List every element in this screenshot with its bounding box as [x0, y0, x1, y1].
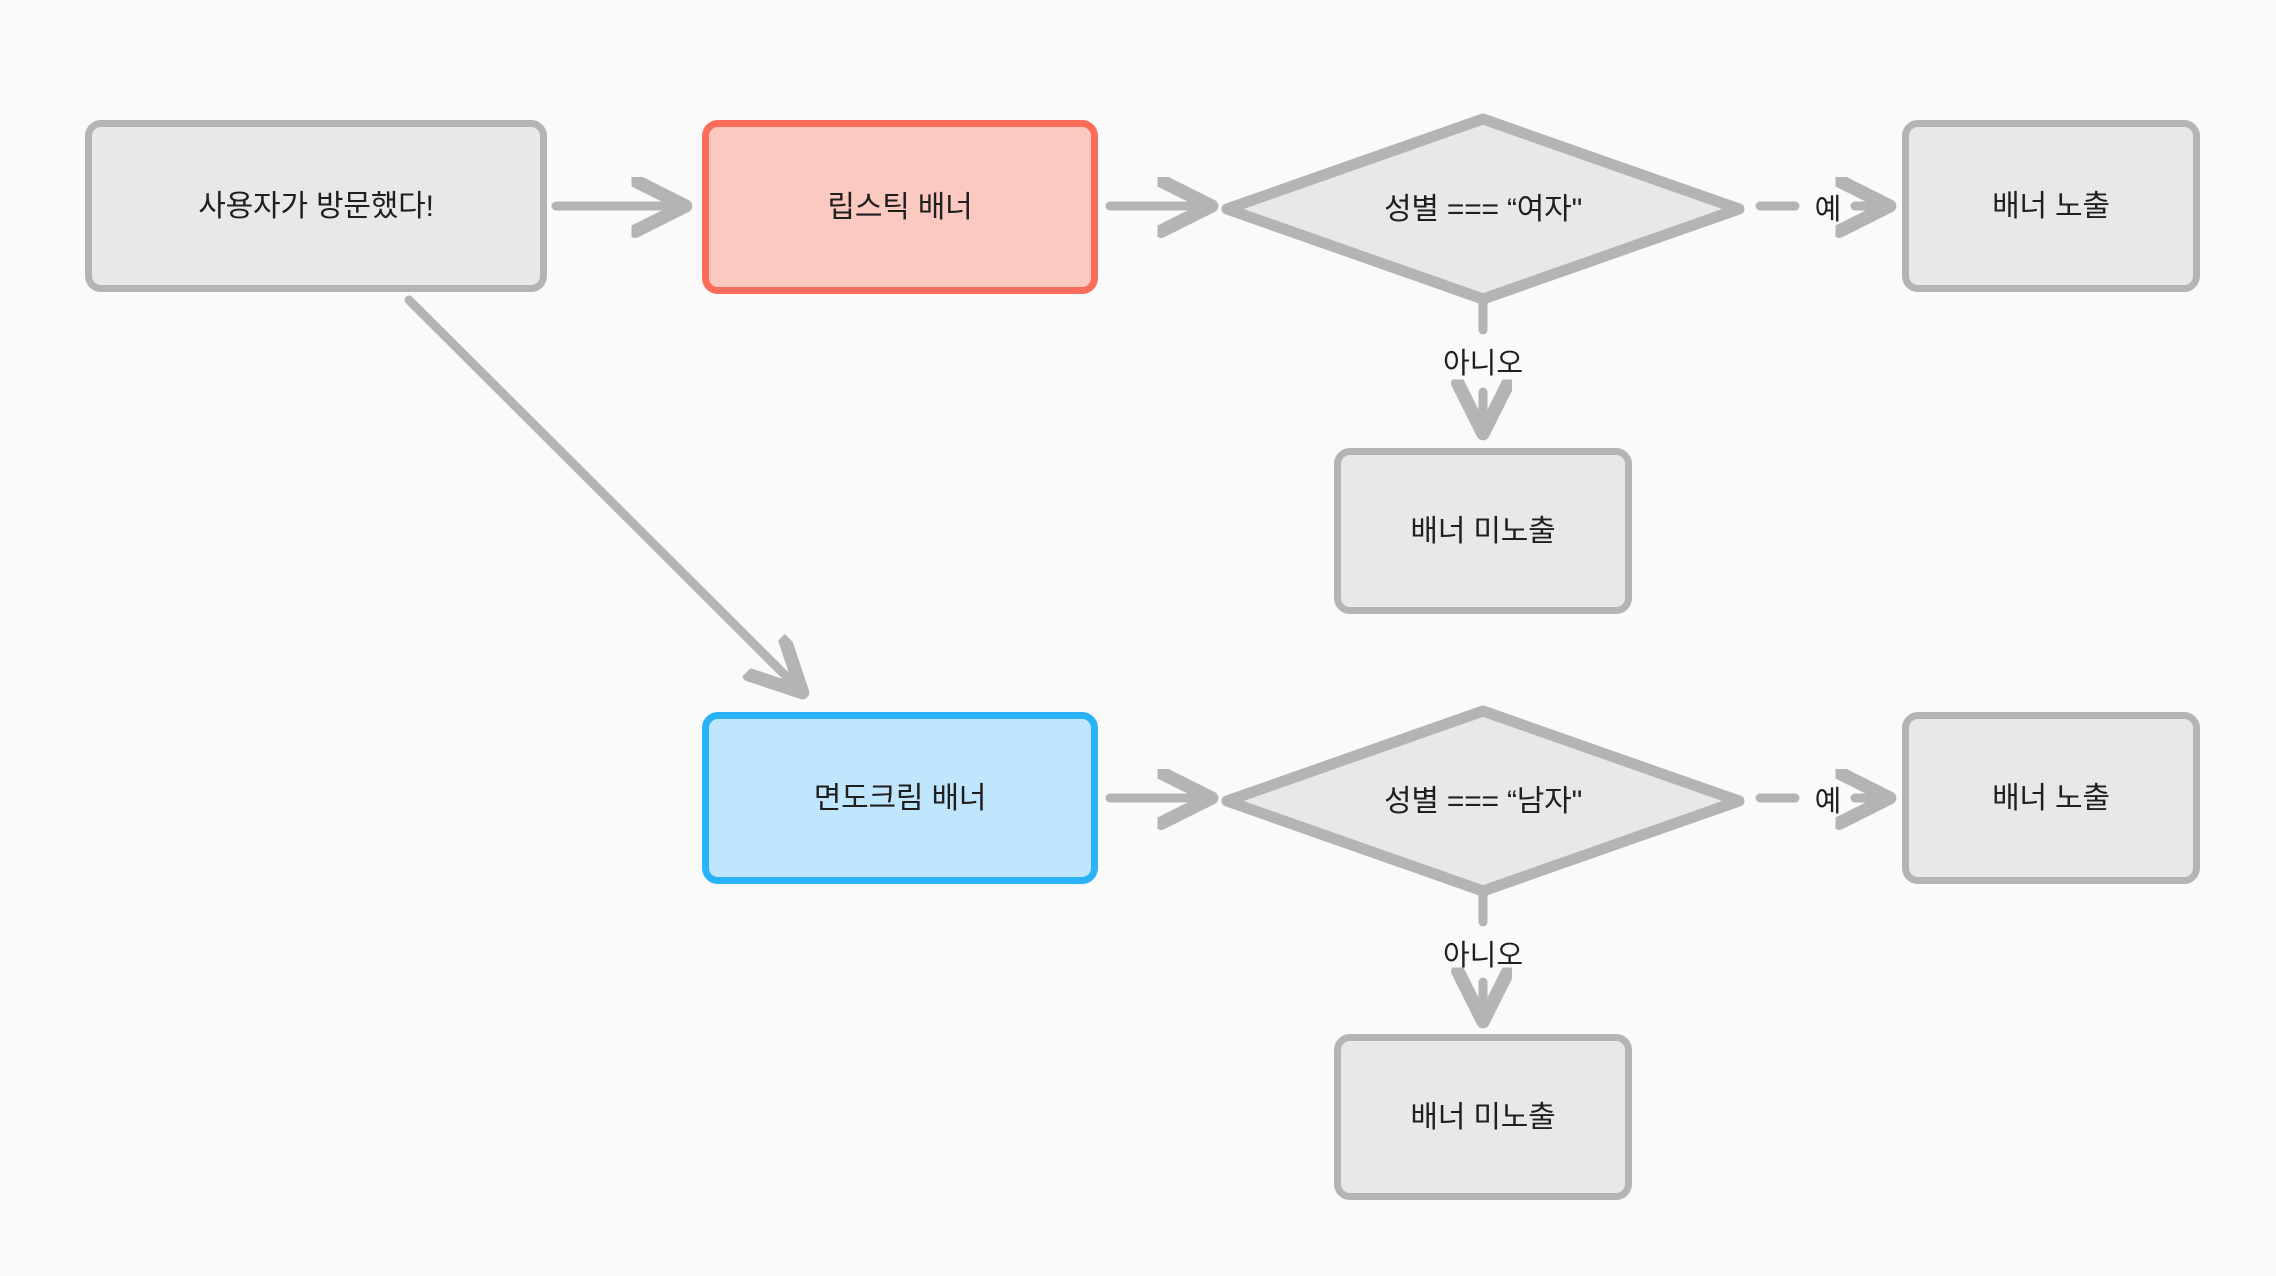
- node-condition-male[interactable]: 성별 === “남자": [1218, 702, 1748, 900]
- edge-label-yes-bottom-text: 예: [1814, 786, 1842, 818]
- node-condition-female[interactable]: 성별 === “여자": [1218, 110, 1748, 308]
- node-shaving-cream-banner-label: 면도크림 배너: [813, 781, 987, 815]
- diamond-shape-female: [1221, 113, 1745, 305]
- node-hide-banner-bottom[interactable]: 배너 미노출: [1334, 1034, 1632, 1200]
- edge-label-no-bottom-text: 아니오: [1442, 940, 1524, 972]
- edge-label-no-top: 아니오: [1423, 340, 1543, 382]
- node-show-banner-bottom[interactable]: 배너 노출: [1902, 712, 2200, 884]
- node-start-label: 사용자가 방문했다!: [198, 189, 434, 223]
- edge-label-no-bottom: 아니오: [1423, 932, 1543, 974]
- node-hide-banner-top-label: 배너 미노출: [1410, 514, 1556, 548]
- node-show-banner-top-label: 배너 노출: [1992, 189, 2110, 223]
- node-shaving-cream-banner[interactable]: 면도크림 배너: [702, 712, 1098, 884]
- node-start[interactable]: 사용자가 방문했다!: [85, 120, 547, 292]
- node-condition-female-label: 성별 === “여자": [1383, 192, 1583, 226]
- node-lipstick-banner[interactable]: 립스틱 배너: [702, 120, 1098, 294]
- edge-label-yes-bottom: 예: [1798, 778, 1858, 820]
- edge-label-yes-top: 예: [1798, 186, 1858, 228]
- node-condition-male-label: 성별 === “남자": [1383, 784, 1583, 818]
- node-hide-banner-top[interactable]: 배너 미노출: [1334, 448, 1632, 614]
- edge-label-yes-top-text: 예: [1814, 194, 1842, 226]
- diamond-shape-male: [1221, 705, 1745, 897]
- node-hide-banner-bottom-label: 배너 미노출: [1410, 1100, 1556, 1134]
- node-show-banner-bottom-label: 배너 노출: [1992, 781, 2110, 815]
- node-lipstick-banner-label: 립스틱 배너: [827, 190, 973, 224]
- edge-start-to-shaving-cream: [404, 295, 800, 690]
- node-show-banner-top[interactable]: 배너 노출: [1902, 120, 2200, 292]
- edge-label-no-top-text: 아니오: [1442, 348, 1524, 380]
